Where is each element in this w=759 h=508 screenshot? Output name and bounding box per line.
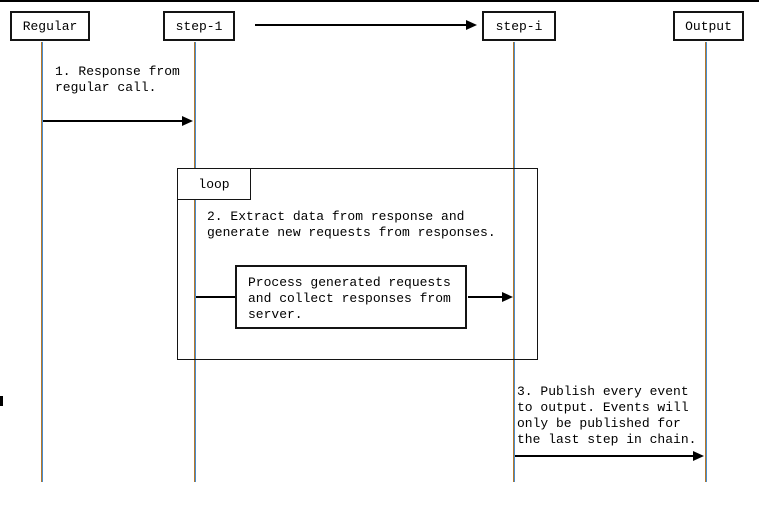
loop-label-box: loop	[177, 168, 251, 200]
diagram-top-border	[0, 0, 759, 2]
participant-output: Output	[673, 11, 744, 41]
message-1-label: 1. Response from regular call.	[55, 64, 180, 95]
line-step1-to-process-box	[196, 296, 235, 298]
arrowhead	[466, 20, 477, 30]
message-3-label: 3. Publish every event to output. Events…	[517, 384, 697, 447]
message-2-label: 2. Extract data from response and genera…	[207, 209, 496, 240]
arrowhead	[502, 292, 513, 302]
left-edge-clipped-mark	[0, 396, 3, 406]
participant-step-i: step-i	[482, 11, 556, 41]
participant-regular-label: Regular	[22, 18, 78, 34]
lifeline-step-1	[194, 42, 196, 482]
participant-step-i-label: step-i	[495, 18, 543, 34]
arrowhead	[182, 116, 193, 126]
lifeline-step-i	[513, 42, 515, 482]
arrow-message-3	[515, 455, 695, 457]
loop-frame	[177, 168, 538, 360]
loop-label: loop	[198, 176, 230, 192]
arrow-process-box-to-stepi	[468, 296, 503, 298]
participant-output-label: Output	[685, 18, 732, 34]
arrow-step1-to-stepi	[255, 24, 467, 26]
lifeline-regular	[41, 42, 43, 482]
participant-step-1-label: step-1	[175, 18, 223, 34]
participant-regular: Regular	[10, 11, 90, 41]
arrow-message-1	[43, 120, 183, 122]
lifeline-output	[705, 42, 707, 482]
process-box: Process generated requests and collect r…	[235, 265, 467, 329]
participant-step-1: step-1	[163, 11, 235, 41]
arrowhead	[693, 451, 704, 461]
